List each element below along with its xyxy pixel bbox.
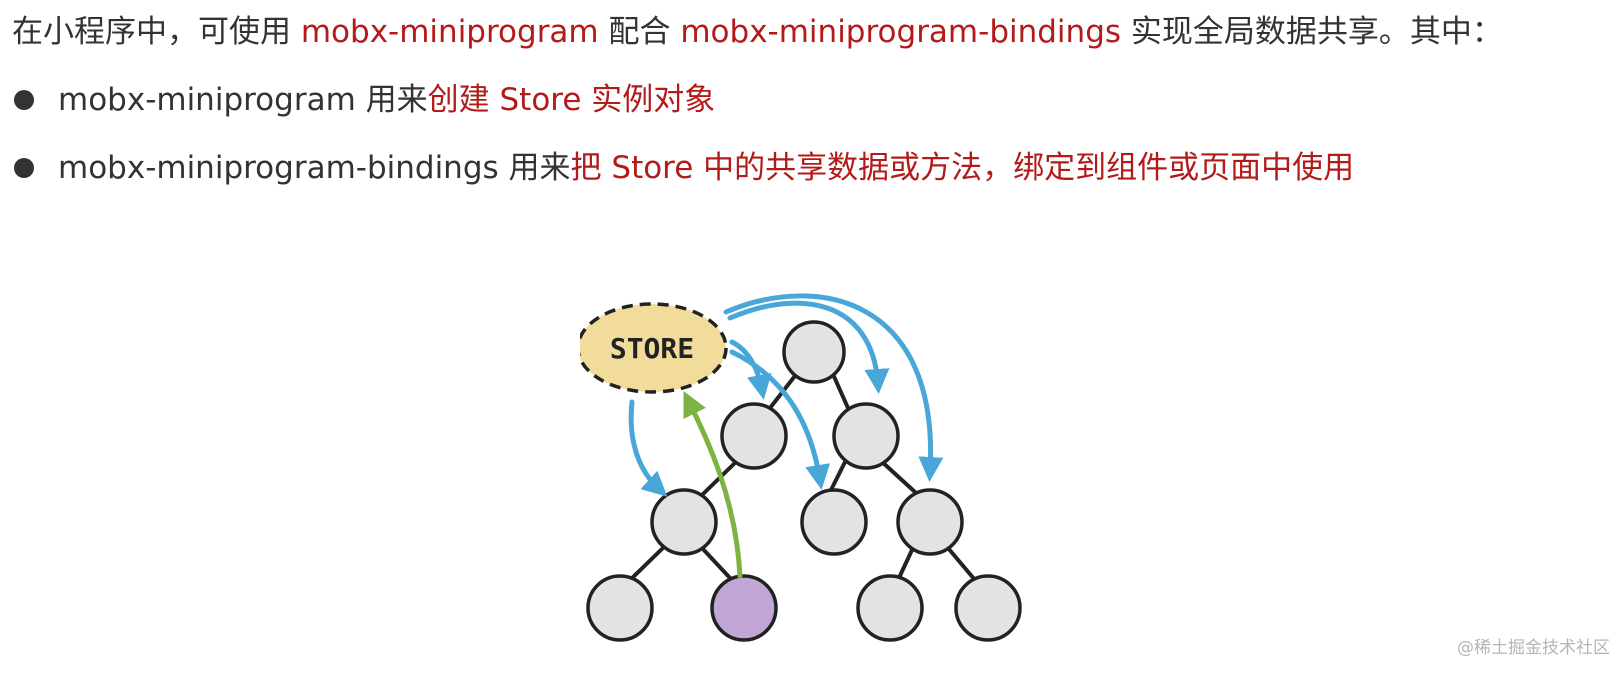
tree-node-highlighted bbox=[710, 574, 778, 642]
tree-node bbox=[586, 574, 654, 642]
bullet-lib: mobx-miniprogram-bindings bbox=[58, 150, 499, 186]
store-blob bbox=[580, 302, 728, 394]
watermark: @稀土掘金技术社区 bbox=[1457, 638, 1610, 658]
blue-arrow bbox=[723, 293, 944, 482]
tree-node bbox=[896, 488, 964, 556]
intro-lib-mobx-miniprogram: mobx-miniprogram bbox=[300, 14, 599, 50]
tree-edge bbox=[896, 548, 914, 582]
bullet-verb: 用来 bbox=[498, 150, 571, 186]
tree-node bbox=[832, 402, 900, 470]
tree-edge bbox=[946, 546, 977, 582]
tree-edge bbox=[700, 546, 732, 580]
tree-node-root bbox=[782, 320, 846, 384]
bullet-dot-icon bbox=[14, 90, 34, 110]
store-to-component-arrows bbox=[628, 293, 944, 497]
green-arrow-to-store bbox=[683, 391, 743, 579]
tree-node bbox=[856, 574, 924, 642]
tree-nodes bbox=[586, 320, 1022, 642]
tree-node bbox=[720, 402, 788, 470]
intro-suffix: 实现全局数据共享。其中： bbox=[1121, 14, 1503, 50]
bullet-text: mobx-miniprogram-bindings 用来把 Store 中的共享… bbox=[58, 146, 1354, 190]
tree-node bbox=[954, 574, 1022, 642]
intro-lib-mobx-miniprogram-bindings: mobx-miniprogram-bindings bbox=[680, 14, 1122, 50]
tree-edge bbox=[830, 370, 850, 410]
tree-edge bbox=[878, 458, 917, 494]
blue-arrow bbox=[727, 300, 890, 394]
store-label: STORE bbox=[610, 332, 694, 365]
intro-middle: 配合 bbox=[598, 14, 681, 50]
blue-arrow bbox=[729, 349, 830, 490]
tree-node bbox=[650, 488, 718, 556]
bullet-desc: 把 Store 中的共享数据或方法，绑定到组件或页面中使用 bbox=[570, 150, 1355, 186]
bullet-lib: mobx-miniprogram bbox=[58, 82, 356, 118]
bullet-text: mobx-miniprogram 用来创建 Store 实例对象 bbox=[58, 78, 715, 122]
bullet-desc: 创建 Store 实例对象 bbox=[427, 82, 716, 118]
intro-prefix: 在小程序中，可使用 bbox=[12, 14, 301, 50]
tree-edge bbox=[626, 543, 668, 584]
tree-edge bbox=[828, 460, 847, 494]
bullet-dot-icon bbox=[14, 158, 34, 178]
blue-arrow bbox=[628, 399, 668, 497]
store-tree-diagram: STORE bbox=[580, 293, 1022, 642]
tree-node bbox=[800, 488, 868, 556]
bullet-verb: 用来 bbox=[355, 82, 428, 118]
intro-paragraph: 在小程序中，可使用 mobx-miniprogram 配合 mobx-minip… bbox=[12, 10, 1503, 54]
